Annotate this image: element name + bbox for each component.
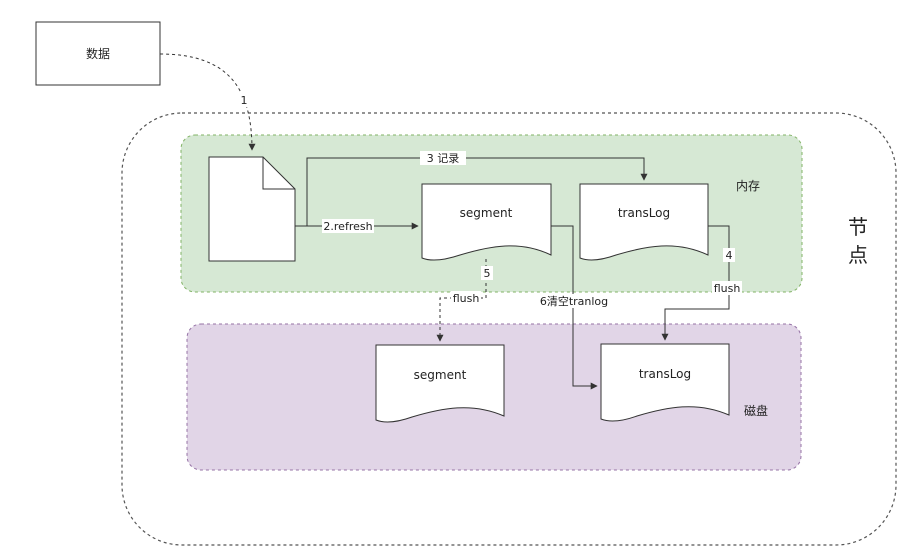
memory-translog-label: transLog bbox=[618, 206, 670, 220]
memory-segment-shape[interactable] bbox=[421, 183, 552, 261]
document-icon[interactable] bbox=[208, 156, 296, 262]
node-container bbox=[121, 112, 897, 546]
edge-2-label: 2.refresh bbox=[323, 220, 372, 233]
document-fold-icon bbox=[262, 157, 295, 190]
source-data-label: 数据 bbox=[86, 46, 110, 61]
disk-segment-shape[interactable] bbox=[375, 344, 505, 423]
disk-segment-label: segment bbox=[414, 368, 467, 382]
node-label-line2: 点 bbox=[848, 243, 868, 267]
node-label-line1: 节 bbox=[848, 215, 868, 239]
disk-label: 磁盘 bbox=[744, 403, 768, 418]
disk-translog-label: transLog bbox=[639, 367, 691, 381]
edge-6-label: 6清空tranlog bbox=[540, 294, 608, 308]
edge-1-label: 1 bbox=[241, 94, 248, 107]
edge-4-number: 4 bbox=[726, 249, 733, 262]
edge-5-number: 5 bbox=[484, 267, 491, 280]
edge-4-arrow bbox=[661, 225, 730, 341]
edge-5-action: flush bbox=[453, 292, 480, 305]
memory-segment-label: segment bbox=[460, 206, 513, 220]
edge-1-arrow bbox=[159, 53, 256, 151]
memory-label: 内存 bbox=[736, 179, 760, 193]
edge-3-arrow bbox=[306, 157, 648, 226]
disk-translog-shape[interactable] bbox=[600, 343, 730, 422]
edge-4-action: flush bbox=[714, 282, 741, 295]
edge-3-label: 3 记录 bbox=[427, 152, 460, 165]
source-data-box[interactable] bbox=[35, 21, 161, 86]
memory-translog-shape[interactable] bbox=[579, 183, 709, 261]
